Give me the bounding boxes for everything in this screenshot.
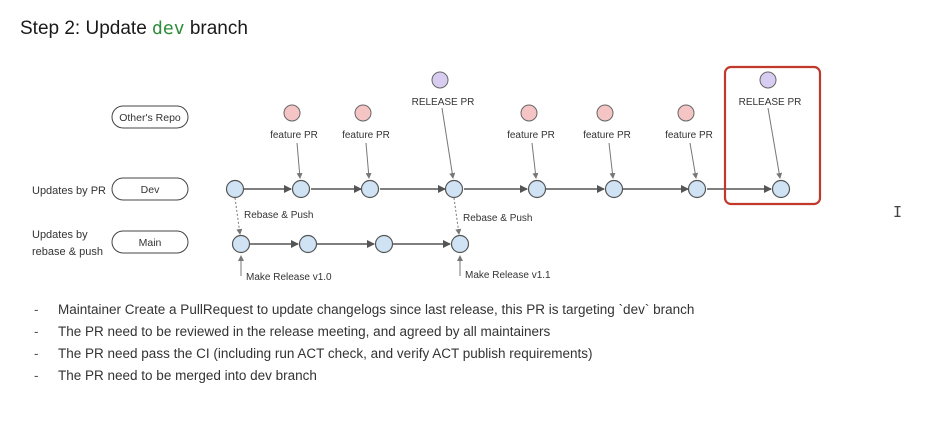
feature-pr-label: feature PR bbox=[583, 130, 631, 141]
feature-pr-label: feature PR bbox=[507, 130, 555, 141]
list-item: -The PR need to be merged into dev branc… bbox=[34, 368, 317, 383]
title-code: dev bbox=[152, 18, 185, 39]
commit-node bbox=[444, 179, 464, 199]
list-item: -The PR need to be reviewed in the relea… bbox=[34, 324, 551, 339]
feature-pr-label: feature PR bbox=[342, 130, 390, 141]
list-item: -Maintainer Create a PullRequest to upda… bbox=[34, 302, 695, 317]
rebase-push-label-1: Rebase & Push bbox=[244, 210, 314, 221]
release-pr-node bbox=[759, 71, 777, 89]
notes-list: -Maintainer Create a PullRequest to upda… bbox=[34, 299, 694, 387]
others-repo-box: Other's Repo bbox=[111, 105, 189, 129]
dev-label: Dev bbox=[141, 184, 160, 196]
make-release-label-2: Make Release v1.1 bbox=[465, 270, 551, 281]
feature-pr-node bbox=[520, 104, 538, 122]
title-suffix: branch bbox=[184, 18, 248, 39]
release-pr-label: RELEASE PR bbox=[739, 97, 802, 108]
commit-node bbox=[771, 179, 791, 199]
commit-node bbox=[527, 179, 547, 199]
main-commits bbox=[231, 234, 470, 254]
step-title: Step 2: Update dev branch bbox=[20, 18, 248, 40]
feature-pr-node bbox=[596, 104, 614, 122]
dev-commits bbox=[225, 179, 791, 199]
others-repo-label: Other's Repo bbox=[119, 112, 181, 124]
title-prefix: Step 2: Update bbox=[20, 18, 153, 39]
release-pr-node bbox=[431, 71, 449, 89]
row-label-updates-by-pr: Updates by PR bbox=[32, 185, 106, 197]
main-box: Main bbox=[111, 230, 189, 254]
make-release-label-1: Make Release v1.0 bbox=[246, 272, 332, 283]
commit-node bbox=[687, 179, 707, 199]
feature-pr-node bbox=[677, 104, 695, 122]
release-pr-label: RELEASE PR bbox=[412, 97, 475, 108]
commit-node bbox=[360, 179, 380, 199]
bullet-text: The PR need pass the CI (including run A… bbox=[58, 346, 593, 361]
commit-node bbox=[374, 234, 394, 254]
feature-pr-node bbox=[283, 104, 301, 122]
text-cursor-icon: I bbox=[893, 203, 903, 221]
dev-box: Dev bbox=[111, 177, 189, 201]
commit-node bbox=[450, 234, 470, 254]
make-release-arrows bbox=[238, 255, 463, 276]
feature-pr-label: feature PR bbox=[270, 130, 318, 141]
commit-node bbox=[291, 179, 311, 199]
commit-node bbox=[225, 179, 245, 199]
main-label: Main bbox=[139, 237, 162, 249]
release-pr-highlight bbox=[723, 65, 822, 206]
commit-node bbox=[231, 234, 251, 254]
feature-pr-node bbox=[354, 104, 372, 122]
pr-arrows bbox=[296, 107, 783, 179]
row-label-updates-by-rebase-1: Updates by bbox=[32, 229, 88, 241]
bullet-text: Maintainer Create a PullRequest to updat… bbox=[58, 302, 695, 317]
rebase-push-label-2: Rebase & Push bbox=[463, 213, 533, 224]
commit-node bbox=[604, 179, 624, 199]
row-label-updates-by-rebase-2: rebase & push bbox=[32, 246, 103, 258]
bullet-text: The PR need to be reviewed in the releas… bbox=[58, 324, 551, 339]
feature-pr-label: feature PR bbox=[665, 130, 713, 141]
commit-node bbox=[298, 234, 318, 254]
bullet-text: The PR need to be merged into dev branch bbox=[58, 368, 317, 383]
list-item: -The PR need pass the CI (including run … bbox=[34, 346, 593, 361]
